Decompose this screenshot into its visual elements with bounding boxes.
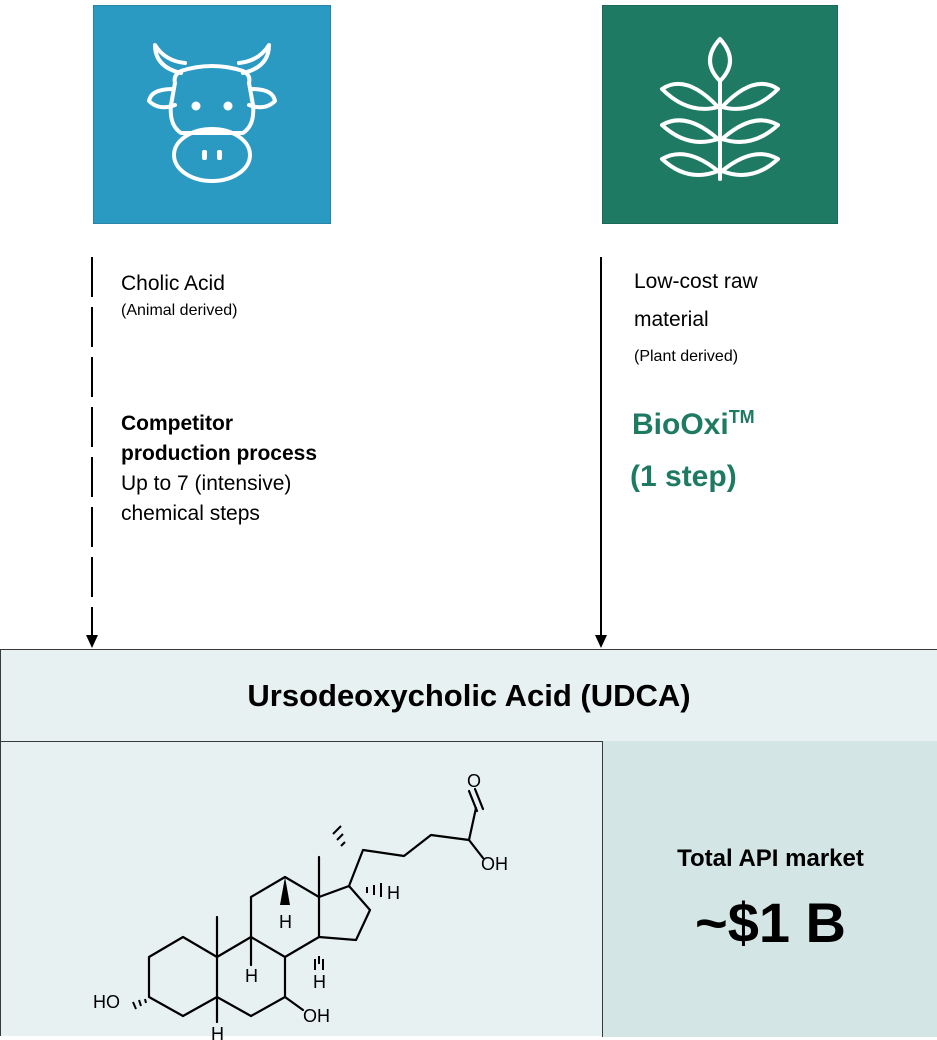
raw-material-line1: Low-cost raw — [634, 270, 758, 293]
market-box: Total API market ~$1 B — [602, 741, 937, 1037]
product-title: Ursodeoxycholic Acid (UDCA) — [247, 677, 691, 713]
h-c5-label: H — [211, 1024, 224, 1040]
product-title-band: Ursodeoxycholic Acid (UDCA) — [1, 650, 937, 742]
ho-label: HO — [93, 992, 120, 1012]
h-c14-label: H — [313, 972, 326, 992]
h-c17-label: H — [387, 883, 400, 903]
cow-icon — [93, 5, 331, 224]
leaf-branch-icon — [602, 5, 838, 224]
competitor-title-line1: Competitor — [121, 412, 233, 435]
o-acid-label: O — [467, 771, 481, 791]
oh-acid-label: OH — [481, 854, 508, 874]
udca-structure: HO OH H H H H H O OH — [93, 771, 508, 1040]
cow-tile — [93, 5, 331, 224]
plant-derived-label: (Plant derived) — [634, 348, 739, 365]
raw-material-line2: material — [634, 308, 709, 331]
h-c8-label: H — [279, 912, 292, 932]
market-value: ~$1 B — [695, 891, 846, 954]
competitor-title-line2: production process — [121, 442, 318, 465]
flow-arrows — [86, 257, 607, 648]
arrowhead-right — [595, 635, 607, 648]
plant-tile — [602, 5, 838, 224]
competitor-desc-line2: chemical steps — [121, 502, 260, 525]
h-c9-label: H — [245, 966, 258, 986]
cholic-acid-label: Cholic Acid — [121, 272, 225, 295]
biooxi-steps: (1 step) — [630, 460, 737, 493]
biooxi-name: BioOxiTM — [632, 406, 755, 444]
trademark-mark: TM — [728, 407, 755, 427]
arrowhead-left — [86, 635, 98, 648]
market-label: Total API market — [677, 845, 864, 872]
competitor-desc-line1: Up to 7 (intensive) — [121, 472, 292, 495]
biooxi-name-text: BioOxi — [632, 408, 729, 441]
product-panel: Ursodeoxycholic Acid (UDCA) — [0, 649, 937, 1040]
oh-bottom-label: OH — [303, 1006, 330, 1026]
animal-derived-label: (Animal derived) — [121, 302, 238, 319]
